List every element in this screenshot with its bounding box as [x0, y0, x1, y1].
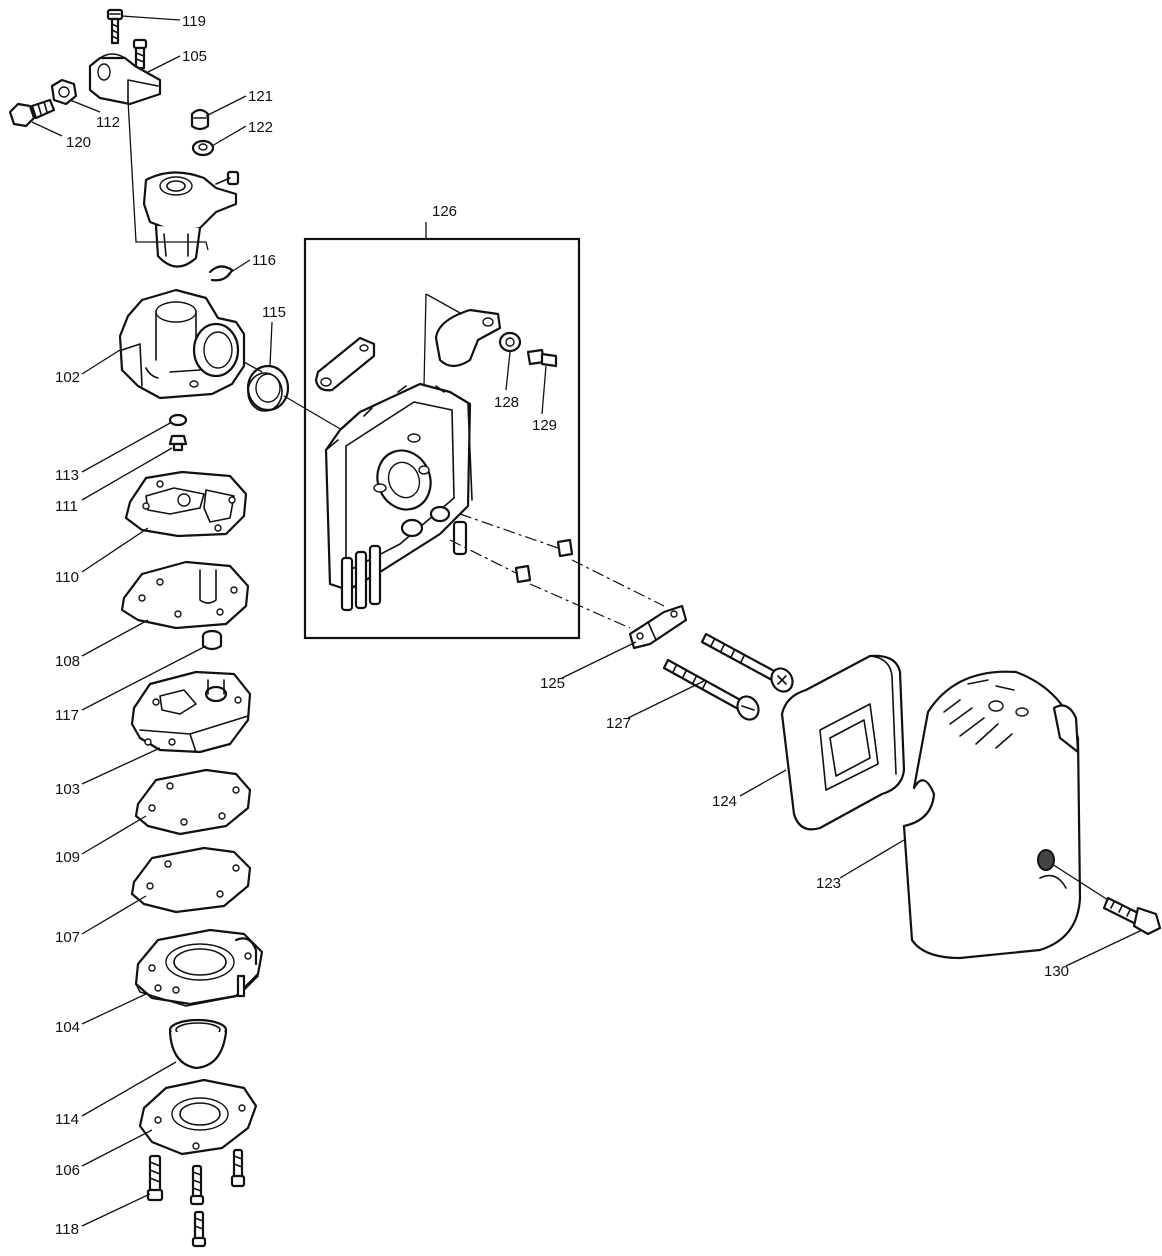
- callout-115: 115: [262, 304, 286, 321]
- part-126-collars: [514, 538, 574, 584]
- part-110-gasket: [124, 470, 248, 538]
- callout-130: 130: [1044, 963, 1069, 980]
- callout-107: 107: [55, 929, 80, 946]
- callout-108: 108: [55, 653, 80, 670]
- callout-105: 105: [182, 48, 207, 65]
- callout-127: 127: [606, 715, 631, 732]
- part-127-bolts: [662, 632, 794, 721]
- callout-123: 123: [816, 875, 841, 892]
- part-126-choke-lever: [434, 308, 502, 368]
- part-117-cap: [201, 629, 223, 651]
- callout-117: 117: [55, 707, 79, 724]
- part-126-link-rod: [314, 336, 376, 392]
- assembly-box-126: [303, 237, 581, 640]
- part-118-screws: [146, 1148, 246, 1248]
- part-112-nut: [50, 78, 78, 106]
- callout-128: 128: [494, 394, 519, 411]
- callout-110: 110: [55, 569, 79, 586]
- part-throttle-body: [142, 170, 240, 268]
- callout-111: 111: [55, 498, 78, 515]
- part-113-oring: [168, 413, 188, 427]
- callout-114: 114: [55, 1111, 79, 1128]
- part-102-carburetor-body: [118, 288, 246, 400]
- part-103-pump-body: [130, 670, 252, 754]
- callout-124: 124: [712, 793, 737, 810]
- part-114-primer-bulb: [168, 1018, 228, 1070]
- part-123-air-cleaner-cover: [902, 670, 1082, 960]
- callout-122: 122: [248, 119, 273, 136]
- part-105-bracket: [88, 38, 162, 106]
- callout-112: 112: [96, 114, 120, 131]
- part-108-diaphragm-plate: [120, 560, 250, 630]
- callout-118: 118: [55, 1221, 79, 1238]
- part-109-diaphragm: [134, 768, 252, 836]
- callout-102: 102: [55, 369, 80, 386]
- part-130-bolt: [1102, 896, 1162, 936]
- part-104-cover: [134, 928, 264, 1007]
- part-120-bolt: [8, 98, 56, 128]
- part-124-filter-element: [780, 654, 906, 831]
- callout-120: 120: [66, 134, 91, 151]
- part-116-clip: [208, 265, 234, 282]
- callout-103: 103: [55, 781, 80, 798]
- part-128-washer: [498, 331, 522, 353]
- callout-104: 104: [55, 1019, 80, 1036]
- part-122-washer: [191, 139, 215, 157]
- callout-125: 125: [540, 675, 565, 692]
- part-125-plate: [628, 604, 688, 650]
- callout-119: 119: [182, 13, 206, 30]
- callout-126: 126: [432, 203, 457, 220]
- part-126-air-cleaner-base: [324, 382, 473, 612]
- callout-116: 116: [252, 252, 276, 269]
- part-111-needle: [168, 434, 188, 452]
- callout-113: 113: [55, 467, 79, 484]
- callout-129: 129: [532, 417, 557, 434]
- part-107-gasket: [130, 846, 252, 914]
- callout-121: 121: [248, 88, 273, 105]
- callout-109: 109: [55, 849, 80, 866]
- part-115-gasket: [246, 364, 290, 412]
- callout-106: 106: [55, 1162, 80, 1179]
- part-129-screw: [526, 348, 558, 368]
- part-121-screw: [190, 108, 210, 131]
- part-119-screw: [106, 8, 124, 45]
- part-106-retainer: [138, 1078, 258, 1156]
